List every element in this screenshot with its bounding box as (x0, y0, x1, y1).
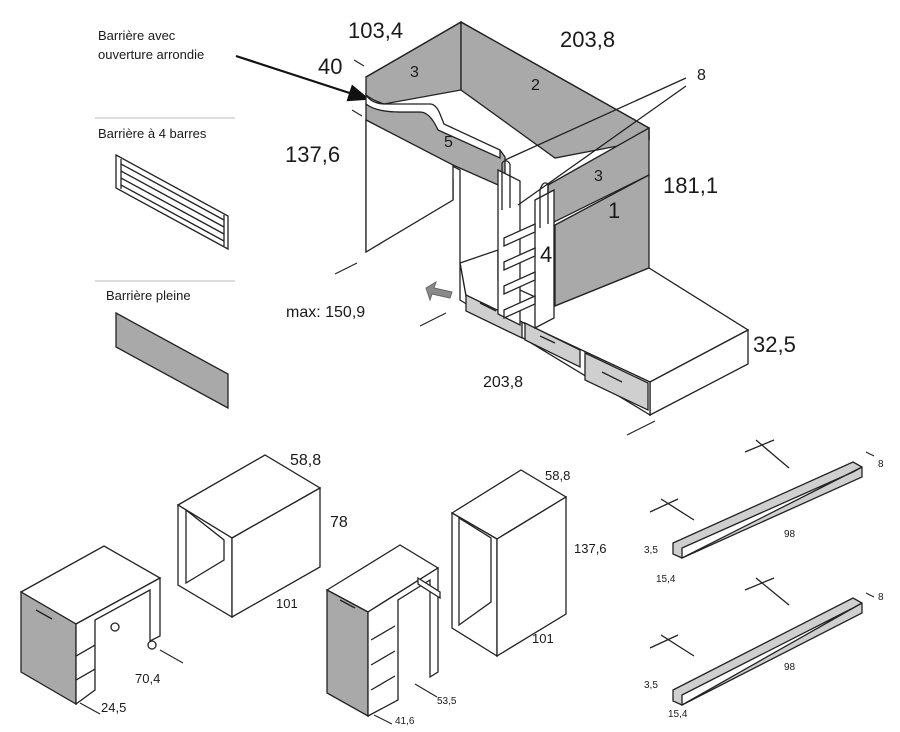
dim-rail-height: 40 (318, 54, 342, 79)
pointer-arrow (235, 54, 371, 102)
ladder-handrail (501, 160, 511, 210)
wardrobe-front (496, 495, 567, 658)
drawer-2 (524, 321, 581, 369)
legend-full-barrier-label: Barrière pleine (106, 288, 191, 303)
desk-drawing (19, 454, 322, 715)
desk-dim-height: 78 (330, 514, 348, 531)
legend-rounded-barrier-line2: ouverture arrondie (98, 47, 204, 62)
legend-rounded-barrier-line1: Barrière avec (98, 28, 176, 43)
part-3-top: 3 (410, 64, 419, 81)
left-leg-panel (365, 118, 454, 254)
wardrobe-dim-length: 101 (532, 631, 554, 646)
shelves-drawing (649, 439, 875, 707)
shelf-dim-length: 98 (784, 662, 796, 673)
part-1: 1 (608, 198, 620, 223)
direction-arrow-icon (425, 280, 453, 302)
shelf-dim-height: 8 (878, 459, 884, 470)
part-3-end: 3 (594, 168, 603, 185)
drawer-handle (539, 335, 556, 344)
dim-bottom-length: 203,8 (483, 374, 523, 391)
desk-dim-depth: 58,8 (290, 452, 321, 469)
hanging-rod (417, 576, 441, 600)
drawer-handle (601, 371, 623, 383)
legend-four-bar-label: Barrière à 4 barres (98, 126, 207, 141)
mobile-desk-body (75, 576, 161, 706)
dim-drawer-height: 32,5 (753, 332, 796, 357)
wardrobe-labels: 58,8 137,6 101 53,5 41,6 (395, 468, 607, 727)
desk-labels: 58,8 78 101 70,4 24,5 (101, 452, 348, 715)
part-2: 2 (531, 77, 540, 94)
front-rail-cut (365, 92, 501, 160)
part-5: 5 (444, 134, 453, 151)
desk-dim-mobile-width: 24,5 (101, 700, 126, 715)
drawer-3 (584, 351, 649, 412)
dim-total-height: 181,1 (663, 173, 718, 198)
shelf-labels: 8 98 3,5 15,4 8 98 3,5 15,4 (644, 459, 884, 720)
shelf-dim-depth: 15,4 (668, 709, 688, 720)
wardrobe-opening (458, 516, 492, 627)
four-bar-barrier-drawing (115, 153, 229, 251)
wardrobe-dim-module-width: 41,6 (395, 716, 415, 727)
legend-four-bar-barrier: Barrière à 4 barres (98, 126, 229, 251)
desk-dim-mobile-depth: 70,4 (135, 671, 160, 686)
dim-upper-height: 137,6 (285, 142, 340, 167)
shelf-dim-depth: 15,4 (656, 574, 676, 585)
part-4: 4 (540, 242, 552, 267)
wardrobe-dim-depth: 58,8 (545, 468, 570, 483)
dim-top-length: 203,8 (560, 27, 615, 52)
dim-top-width: 103,4 (348, 18, 403, 43)
module-door (326, 588, 369, 718)
part-8: 8 (697, 67, 706, 84)
legend-rounded-barrier: Barrière avec ouverture arrondie (98, 28, 371, 102)
bunk-bed-drawing (334, 20, 750, 436)
desk-dim-length: 101 (276, 596, 298, 611)
shelf-dim-lip: 3,5 (644, 545, 658, 556)
shelf-dim-height: 8 (878, 592, 884, 603)
shelf-dim-lip: 3,5 (644, 680, 658, 691)
dim-max-width: max: 150,9 (286, 304, 365, 321)
ladder-left-side (497, 168, 521, 327)
module-body (367, 566, 439, 718)
shelf-dim-length: 98 (784, 529, 796, 540)
wardrobe-dim-height: 137,6 (574, 541, 607, 556)
wardrobe-drawing (325, 469, 568, 725)
drawer-handle (479, 302, 497, 312)
wardrobe-dim-module-depth: 53,5 (437, 696, 457, 707)
desk-front (231, 486, 321, 619)
desk-opening (185, 508, 225, 585)
bunk-bed-labels: 103,4 203,8 40 137,6 181,1 max: 150,9 20… (285, 18, 796, 391)
full-barrier-drawing (115, 311, 229, 410)
legend-full-barrier: Barrière pleine (106, 288, 229, 410)
